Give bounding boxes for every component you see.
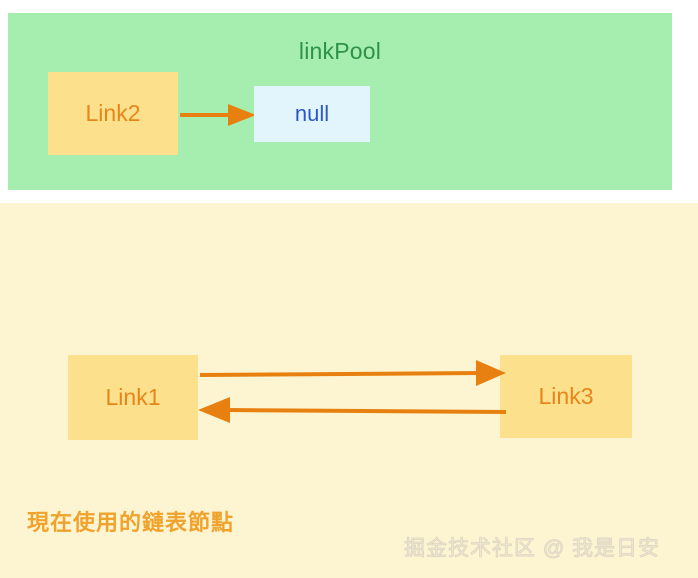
node-null-label: null	[294, 101, 330, 126]
watermark: 掘金技术社区 @ 我是日安	[404, 537, 660, 561]
node-link1-label: Link1	[105, 384, 161, 410]
node-link3: Link3	[500, 355, 632, 438]
node-link2: Link2	[48, 72, 178, 155]
node-link1: Link1	[68, 355, 198, 440]
active-list-caption: 現在使用的鏈表節點	[27, 510, 235, 535]
link-pool-title: linkPool	[298, 38, 382, 64]
node-null: null	[254, 86, 370, 142]
node-link3-label: Link3	[538, 383, 594, 409]
node-link2-label: Link2	[85, 100, 141, 126]
